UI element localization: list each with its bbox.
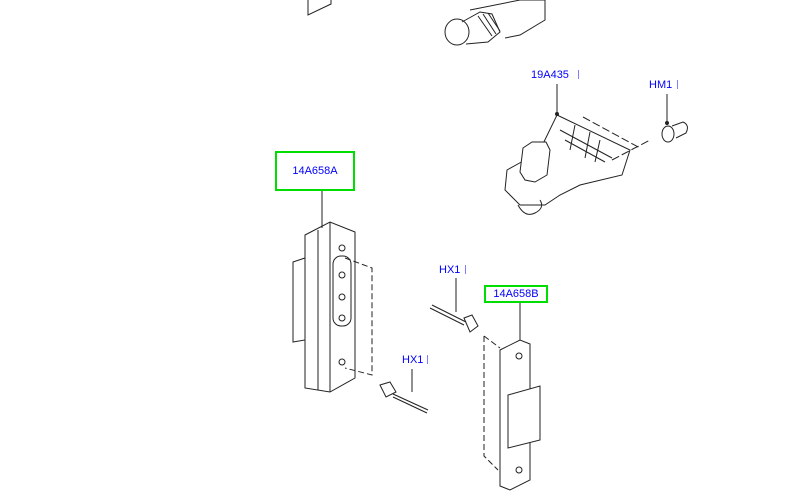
callout-HX1-upper[interactable]: HX1 <box>439 264 461 276</box>
callout-marker <box>578 70 579 79</box>
clip-HM1 <box>661 94 688 143</box>
bumper-14A658A <box>292 191 373 393</box>
callout-marker <box>465 265 466 274</box>
callout-marker <box>677 80 678 89</box>
callout-HM1[interactable]: HM1 <box>649 79 673 91</box>
top-bracket-fragment <box>307 0 332 16</box>
bumper-14A658B <box>483 303 541 491</box>
pin-HX1-upper <box>429 278 479 333</box>
callout-marker <box>427 355 428 364</box>
callout-14A658B[interactable]: 14A658B <box>493 288 539 300</box>
pin-HX1-lower <box>379 369 429 414</box>
callout-14A658B-highlight[interactable]: 14A658B <box>484 285 548 303</box>
callout-HX1-lower[interactable]: HX1 <box>402 354 424 366</box>
callout-14A658A[interactable]: 14A658A <box>292 165 338 177</box>
callout-19A435[interactable]: 19A435 <box>531 69 569 81</box>
plunger-switch <box>444 0 546 46</box>
bracket-19A435 <box>504 84 651 215</box>
callout-14A658A-highlight[interactable]: 14A658A <box>275 151 355 191</box>
